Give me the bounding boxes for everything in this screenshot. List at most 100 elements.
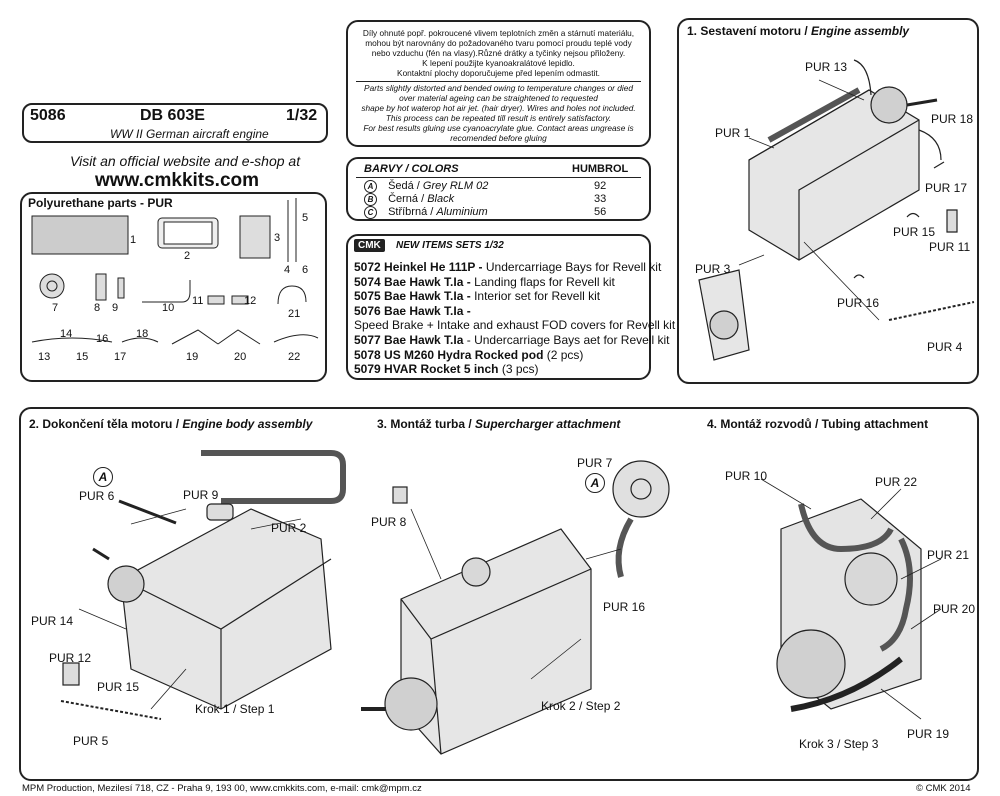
part-label: PUR 22 [875, 475, 918, 489]
step1-box: 1. Sestavení motoru / Engine assembly PU… [677, 18, 979, 384]
steps-box: 2. Dokončení těla motoru / Engine body a… [19, 407, 979, 781]
part-label: PUR 14 [31, 614, 74, 628]
step1-title: 1. Sestavení motoru / Engine assembly [687, 24, 910, 38]
part-number: 20 [234, 351, 247, 363]
part-number: 4 [284, 264, 291, 276]
part-number: 6 [302, 264, 309, 276]
engine-assembly-drawing [698, 59, 975, 361]
part-label: PUR 17 [925, 181, 968, 195]
kit-scale: 1/32 [286, 107, 318, 124]
color-name-cz: Černá / [388, 193, 428, 205]
part-number: 22 [288, 351, 301, 363]
notice-line: mohou být narovnány do požadovaného tvar… [365, 38, 632, 48]
new-items-list: 5072 Heinkel He 111P - Undercarriage Bay… [354, 260, 675, 377]
step4-title: 4. Montáž rozvodů / Tubing attachment [707, 417, 929, 431]
step-caption: Krok 3 / Step 3 [799, 737, 879, 751]
part-number: 13 [38, 351, 51, 363]
cmk-logo: CMK [354, 239, 385, 252]
step2-title: 2. Dokončení těla motoru / Engine body a… [29, 417, 313, 431]
part-label: PUR 1 [715, 126, 751, 140]
notice-english: Parts slightly distorted and bended owin… [348, 83, 649, 143]
website-link[interactable]: www.cmkkits.com [95, 170, 260, 191]
color-name-cz: Stříbrná / [388, 206, 437, 218]
notice-line: K lepení použijte kyanoakralátové lepidl… [422, 58, 575, 68]
list-item: 5076 Bae Hawk T.Ia - [354, 303, 471, 318]
footer-address: MPM Production, Mezilesí 718, CZ - Praha… [22, 783, 422, 794]
kit-header-box: 5086 DB 603E 1/32 WW II German aircraft … [22, 103, 328, 143]
notice-line: over material ageing can be straightened… [399, 93, 598, 103]
notice-line: Kontaktní plochy doporučujeme před lepen… [397, 68, 600, 78]
list-item: 5078 US M260 Hydra Rocked pod (2 pcs) [354, 347, 584, 362]
notice-divider [356, 81, 641, 82]
color-marker-badge: A [93, 467, 113, 487]
part-label: PUR 2 [271, 521, 307, 535]
part-label: PUR 8 [371, 515, 407, 529]
list-item: 5079 HVAR Rocket 5 inch (3 pcs) [354, 362, 539, 377]
notice-box: Díly ohnuté popř. pokroucené vlivem tepl… [346, 20, 651, 147]
part-number: 19 [186, 351, 199, 363]
color-name-en: Black [427, 193, 455, 205]
step-caption: Krok 2 / Step 2 [541, 699, 621, 713]
colors-header: BARVY / COLORS [364, 163, 459, 175]
part-label: PUR 15 [97, 680, 140, 694]
footer-copyright: © CMK 2014 [916, 783, 971, 794]
step3-title: 3. Montáž turba / Supercharger attachmen… [377, 417, 621, 431]
notice-line: nebo vzduchu (fén na vlasy).Různé drátky… [371, 48, 626, 58]
notice-czech: Díly ohnuté popř. pokroucené vlivem tepl… [348, 28, 649, 78]
part-number: 18 [136, 328, 149, 340]
part-label: PUR 3 [695, 262, 731, 276]
list-item: 5075 Bae Hawk T.Ia - Interior set for Re… [354, 289, 601, 304]
notice-line: This process can be repeated till result… [385, 113, 612, 123]
part-number: 11 [192, 295, 204, 307]
color-row: A Šedá / Grey RLM 02 92 [364, 180, 634, 193]
color-letter-badge: A [364, 180, 377, 193]
part-label: PUR 19 [907, 727, 950, 741]
kit-number: 5086 [30, 107, 66, 124]
steps-drawings [60, 450, 942, 755]
part-number: 14 [60, 328, 73, 340]
part-number: 10 [162, 302, 175, 314]
parts-box: Polyurethane parts - PUR 1 2 3 4 5 6 7 8… [20, 192, 327, 382]
humbrol-header: HUMBROL [572, 163, 629, 175]
list-item: 5072 Heinkel He 111P - Undercarriage Bay… [354, 260, 662, 274]
part-label: PUR 7 [577, 456, 613, 470]
new-items-title: NEW ITEMS SETS 1/32 [396, 240, 504, 251]
color-code: 56 [594, 206, 607, 218]
part-number: 17 [114, 351, 127, 363]
colors-divider [356, 177, 641, 178]
part-label: PUR 11 [929, 240, 971, 254]
kit-subtitle: WW II German aircraft engine [110, 127, 269, 141]
color-code: 33 [594, 193, 607, 205]
kit-name: DB 603E [140, 107, 205, 124]
color-name-en: Grey RLM 02 [422, 180, 489, 192]
color-letter-badge: B [364, 193, 377, 206]
colors-box: BARVY / COLORS HUMBROL A Šedá / Grey RLM… [346, 157, 651, 221]
notice-line: For best results gluing use cyanoacrylat… [363, 123, 634, 133]
visit-text: Visit an official website and e-shop at [70, 153, 301, 169]
parts-title: Polyurethane parts - PUR [28, 196, 173, 210]
color-name-en: Aluminium [436, 206, 488, 218]
part-number: 3 [274, 232, 281, 244]
list-item: 5077 Bae Hawk T.Ia - Undercarriage Bays … [354, 332, 670, 347]
part-number: 5 [302, 212, 309, 224]
color-name-cz: Šedá / [388, 180, 423, 192]
color-marker-badge: A [585, 473, 605, 493]
part-label: PUR 16 [837, 296, 880, 310]
part-label: PUR 5 [73, 734, 109, 748]
part-number: 12 [244, 295, 257, 307]
part-label: PUR 4 [927, 340, 963, 354]
color-row: C Stříbrná / Aluminium 56 [364, 206, 634, 219]
part-label: PUR 13 [805, 60, 848, 74]
part-number: 2 [184, 250, 191, 262]
part-label: PUR 12 [49, 651, 92, 665]
color-code: 92 [594, 180, 607, 192]
part-label: PUR 6 [79, 489, 115, 503]
part-number: 9 [112, 302, 119, 314]
part-label: PUR 16 [603, 600, 646, 614]
list-item: 5074 Bae Hawk T.Ia - Landing flaps for R… [354, 274, 615, 289]
part-label: PUR 18 [931, 112, 974, 126]
part-label: PUR 15 [893, 225, 936, 239]
part-number: 8 [94, 302, 101, 314]
part-number: 1 [130, 234, 137, 246]
part-number: 7 [52, 302, 59, 314]
